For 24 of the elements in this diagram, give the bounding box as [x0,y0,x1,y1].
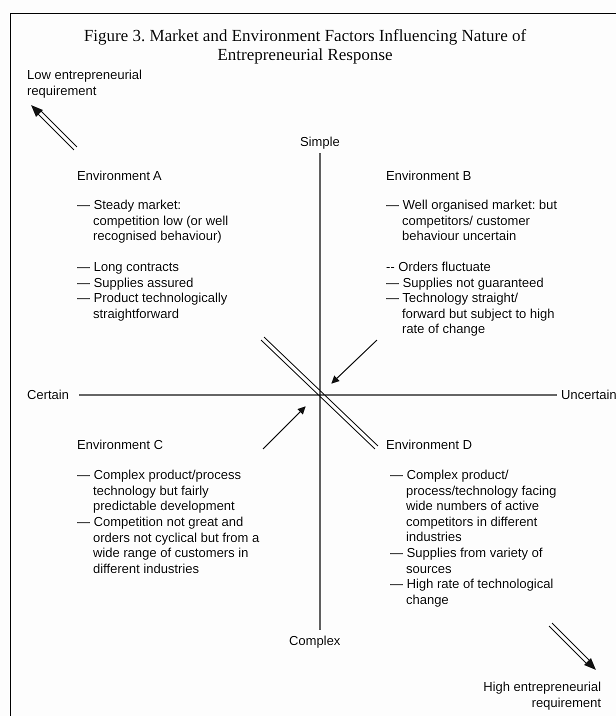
axis-label: Uncertain [561,387,616,402]
bullet-item: — Technology straight/ forward but subject to high rate of change [386,290,556,336]
requirement-label: Low entrepreneurial requirement [27,67,143,98]
quadrant-heading: Environment C [77,437,163,452]
requirement-label: High entrepreneurial requirement [482,679,601,710]
bullet-item: — Supplies not guaranteed [386,275,545,290]
bullet-item: — Complex product/process technology but fairly predictable development [77,467,242,514]
figure-title: Figure 3. Market and Environment Factors Influencing Nature of Entrepreneurial Response [82,26,528,64]
axis-label: Simple [300,134,340,150]
bullet-item: — Steady market: competition low (or well recognised behaviour) [77,197,230,244]
bullet-item: — Long contracts [77,259,180,274]
quadrant-heading: Environment A [77,168,162,184]
quadrant-heading: Environment B [386,168,472,184]
bullet-item: -- Orders fluctuate [386,259,492,274]
bullet-item: — Well organised market: but competitors/ customer behaviour uncertain [386,197,558,244]
bullet-item: — Complex product/ process/technology facing wide numbers of active competitors in different industries [390,467,558,544]
bullet-item: — Product technologically straightforward [77,290,228,321]
bullet-item: — Supplies assured [77,275,194,290]
quadrant-heading: Environment D [386,437,472,452]
bullet-item: — Competition not great and orders not cyclical but from a wide range of customers in different industries [77,514,260,576]
axis-label: Complex [289,633,340,648]
axis-label: Certain [27,387,69,402]
bullet-item: — High rate of technological change [390,576,554,607]
bullet-item: — Supplies from variety of sources [390,545,544,576]
